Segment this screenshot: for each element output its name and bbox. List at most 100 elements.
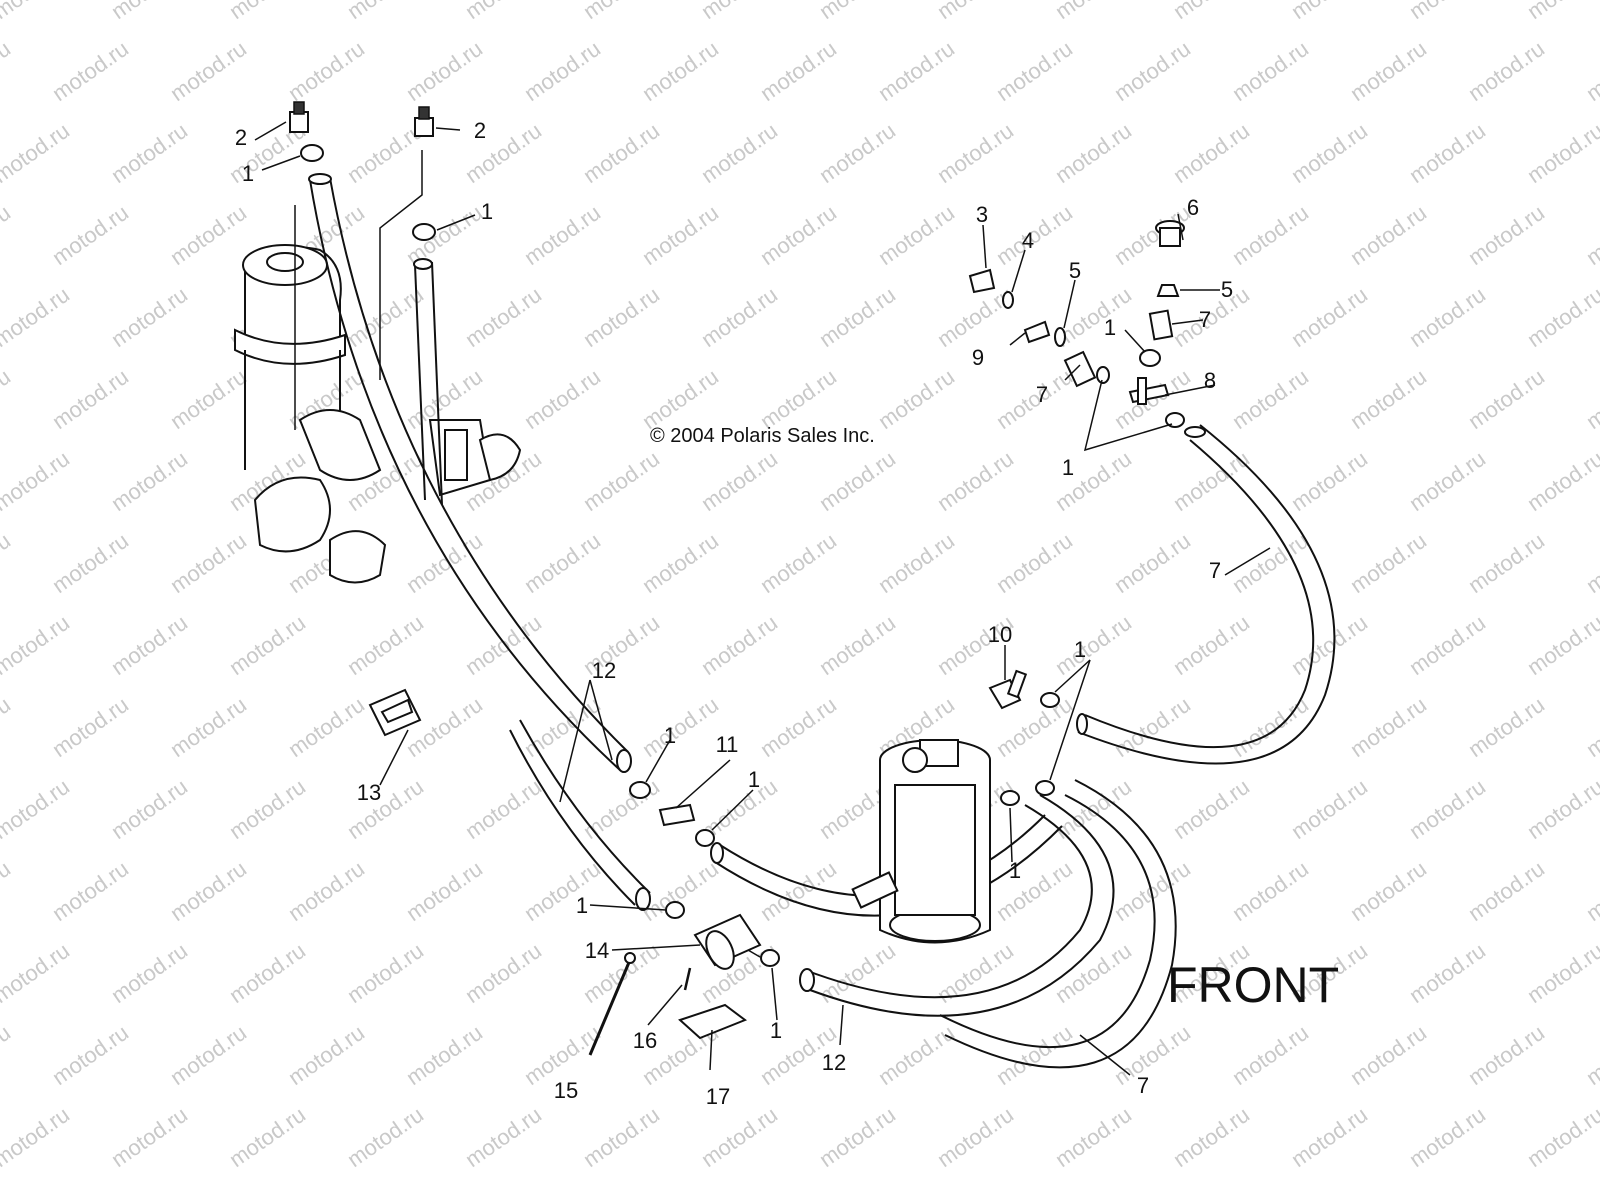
watermark-text: motod.ru xyxy=(638,36,723,106)
watermark-text: motod.ru xyxy=(461,774,546,844)
watermark-text: motod.ru xyxy=(1523,1102,1600,1172)
watermark-text: motod.ru xyxy=(402,856,487,926)
watermark-text: motod.ru xyxy=(697,1102,782,1172)
watermark-text: motod.ru xyxy=(1051,118,1136,188)
watermark-text: motod.ru xyxy=(638,364,723,434)
watermark-text: motod.ru xyxy=(1346,528,1431,598)
watermark-text: motod.ru xyxy=(48,692,133,762)
callout-1: 1 xyxy=(1104,315,1116,340)
watermark-text: motod.ru xyxy=(1346,36,1431,106)
watermark-text: motod.ru xyxy=(1287,282,1372,352)
callout-2: 2 xyxy=(474,118,486,143)
callout-2: 2 xyxy=(235,125,247,150)
watermark-text: motod.ru xyxy=(225,1102,310,1172)
watermark-text: motod.ru xyxy=(166,856,251,926)
watermark-text: motod.ru xyxy=(107,282,192,352)
watermark-text: motod.ru xyxy=(579,774,664,844)
watermark-text: motod.ru xyxy=(992,528,1077,598)
watermark-text: motod.ru xyxy=(815,938,900,1008)
watermark-text: motod.ru xyxy=(402,1020,487,1090)
watermark-text: motod.ru xyxy=(0,364,15,434)
watermark-text: motod.ru xyxy=(1169,118,1254,188)
watermark-text: motod.ru xyxy=(933,0,1018,24)
watermark-text: motod.ru xyxy=(1051,0,1136,24)
watermark-text: motod.ru xyxy=(1287,1102,1372,1172)
watermark-text: motod.ru xyxy=(1169,446,1254,516)
watermark-text: motod.ru xyxy=(756,364,841,434)
watermark-text: motod.ru xyxy=(1287,774,1372,844)
watermark-text: motod.ru xyxy=(48,528,133,598)
watermark-text: motod.ru xyxy=(520,528,605,598)
watermark-text: motod.ru xyxy=(1582,856,1600,926)
watermark-text: motod.ru xyxy=(815,118,900,188)
watermark-text: motod.ru xyxy=(992,200,1077,270)
hose-7-long xyxy=(939,794,1156,1049)
watermark-text: motod.ru xyxy=(402,692,487,762)
watermark-text: motod.ru xyxy=(402,36,487,106)
hose-12-long xyxy=(309,179,621,771)
watermark-text: motod.ru xyxy=(1169,610,1254,680)
watermark-text: motod.ru xyxy=(1228,1020,1313,1090)
watermark-text: motod.ru xyxy=(0,118,74,188)
watermark-text: motod.ru xyxy=(815,446,900,516)
watermark-text: motod.ru xyxy=(284,856,369,926)
watermark-text: motod.ru xyxy=(0,528,15,598)
front-label: FRONT xyxy=(1167,957,1339,1013)
watermark-text: motod.ru xyxy=(992,856,1077,926)
watermark-text: motod.ru xyxy=(756,36,841,106)
callout-11: 11 xyxy=(716,732,739,757)
watermark-text: motod.ru xyxy=(1228,856,1313,926)
watermark-text: motod.ru xyxy=(933,1102,1018,1172)
watermark-text: motod.ru xyxy=(1110,528,1195,598)
watermark-text: motod.ru xyxy=(107,774,192,844)
callout-8: 8 xyxy=(1204,368,1216,393)
watermark-text: motod.ru xyxy=(1346,200,1431,270)
watermark-text: motod.ru xyxy=(1169,1102,1254,1172)
watermark-text: motod.ru xyxy=(48,856,133,926)
watermark-text: motod.ru xyxy=(1464,692,1549,762)
watermark-text: motod.ru xyxy=(343,774,428,844)
watermark-text: motod.ru xyxy=(1582,364,1600,434)
callout-7: 7 xyxy=(1036,382,1048,407)
watermark-text: motod.ru xyxy=(48,1020,133,1090)
watermark-text: motod.ru xyxy=(697,282,782,352)
watermark-text: motod.ru xyxy=(874,364,959,434)
watermark-text: motod.ru xyxy=(815,0,900,24)
watermark-text: motod.ru xyxy=(0,774,74,844)
watermark-text: motod.ru xyxy=(579,0,664,24)
watermark-text: motod.ru xyxy=(697,446,782,516)
watermark-text: motod.ru xyxy=(1582,1020,1600,1090)
watermark-text: motod.ru xyxy=(48,364,133,434)
watermark-text: motod.ru xyxy=(1287,0,1372,24)
watermark-text: motod.ru xyxy=(1405,282,1490,352)
watermark-text: motod.ru xyxy=(461,282,546,352)
callout-1: 1 xyxy=(1062,455,1074,480)
watermark-text: motod.ru xyxy=(1228,528,1313,598)
watermark-text: motod.ru xyxy=(343,610,428,680)
watermark-text: motod.ru xyxy=(992,364,1077,434)
watermark-text: motod.ru xyxy=(1464,200,1549,270)
watermark-text: motod.ru xyxy=(1169,0,1254,24)
watermark-text: motod.ru xyxy=(1582,692,1600,762)
callout-1: 1 xyxy=(748,767,760,792)
watermark-text: motod.ru xyxy=(1582,36,1600,106)
watermark-text: motod.ru xyxy=(1523,774,1600,844)
fuel-pump xyxy=(851,739,991,944)
watermark-text: motod.ru xyxy=(1228,364,1313,434)
watermark-text: motod.ru xyxy=(697,118,782,188)
callout-5: 5 xyxy=(1069,258,1081,283)
callout-13: 13 xyxy=(357,780,381,805)
watermark-text: motod.ru xyxy=(107,0,192,24)
watermark-text: motod.ru xyxy=(1110,1020,1195,1090)
hose-7-right xyxy=(1084,439,1315,749)
watermark-text: motod.ru xyxy=(284,36,369,106)
callout-1: 1 xyxy=(1009,858,1021,883)
callout-7: 7 xyxy=(1209,558,1221,583)
watermark-text: motod.ru xyxy=(1051,1102,1136,1172)
watermark-text: motod.ru xyxy=(284,1020,369,1090)
watermark-text: motod.ru xyxy=(1169,282,1254,352)
callout-labels: 1 2 2 1 3 4 5 6 5 1 7 9 7 8 1 7 10 1 12 … xyxy=(235,118,1233,1109)
callout-3: 3 xyxy=(976,202,988,227)
watermark-layer: motod.ru motod.ru motod.ru motod.ru motod.ru… xyxy=(0,0,1600,1172)
callout-15: 15 xyxy=(554,1078,578,1103)
